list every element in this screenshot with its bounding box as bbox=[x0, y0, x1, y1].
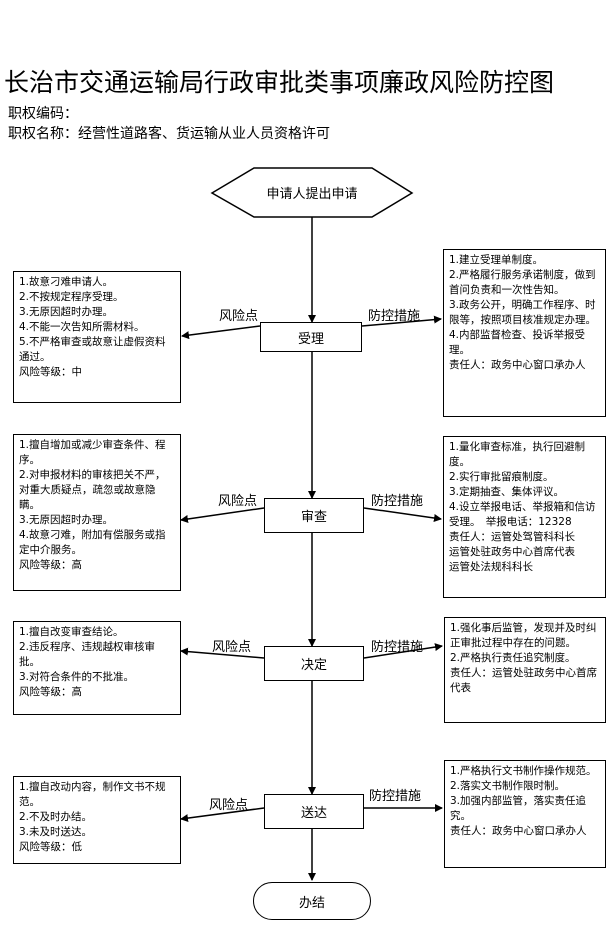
control-label: 防控措施 bbox=[368, 309, 421, 324]
risk-box-decision: 1.擅自改变审查结论。 2.违反程序、违规越权审核审批。 3.对符合条件的不批准… bbox=[13, 621, 181, 715]
risk-level: 风险等级：中 bbox=[19, 366, 82, 378]
control-box-acceptance: 1.建立受理单制度。 2.严格履行服务承诺制度，做到首问负责和一次性告知。 3.… bbox=[443, 249, 606, 417]
risk-item: 4.不能一次告知所需材料。 bbox=[19, 321, 145, 333]
control-item: 3.加强内部监管，落实责任追究。 bbox=[450, 795, 587, 822]
control-item: 1.强化事后监管，发现并及时纠正审批过程中存在的问题。 bbox=[450, 622, 597, 649]
control-label: 防控措施 bbox=[371, 640, 424, 655]
step-review: 审查 bbox=[264, 498, 364, 533]
control-item: 4.设立举报电话、举报箱和信访受理。 举报电话：12328 bbox=[449, 501, 596, 528]
control-item: 1.建立受理单制度。 bbox=[449, 254, 544, 266]
end-node: 办结 bbox=[253, 882, 371, 920]
control-item: 3.定期抽查、集体评议。 bbox=[449, 486, 565, 498]
responsible-person: 责任人：政务中心窗口承办人 bbox=[450, 825, 587, 837]
responsible-person: 责任人：政务中心窗口承办人 bbox=[449, 359, 586, 371]
risk-level: 风险等级：高 bbox=[19, 686, 82, 698]
risk-item: 2.违反程序、违规越权审核审批。 bbox=[19, 641, 156, 668]
control-item: 2.严格执行责任追究制度。 bbox=[450, 652, 576, 664]
risk-item: 4.故意刁难，附加有偿服务或指定中介服务。 bbox=[19, 529, 166, 556]
risk-item: 2.不及时办结。 bbox=[19, 811, 93, 823]
risk-label: 风险点 bbox=[209, 798, 249, 813]
control-box-review: 1.量化审查标准，执行回避制度。 2.实行审批留痕制度。 3.定期抽查、集体评议… bbox=[443, 436, 606, 598]
responsible-person: 责任人：运管处驾管科科长 bbox=[449, 531, 575, 543]
risk-label: 风险点 bbox=[219, 309, 259, 324]
authority-name: 职权名称：经营性道路客、货运输从业人员资格许可 bbox=[8, 126, 330, 142]
control-item: 2.落实文书制作限时制。 bbox=[450, 780, 566, 792]
control-box-decision: 1.强化事后监管，发现并及时纠正审批过程中存在的问题。 2.严格执行责任追究制度… bbox=[444, 617, 606, 723]
risk-item: 3.对符合条件的不批准。 bbox=[19, 671, 135, 683]
risk-item: 3.未及时送达。 bbox=[19, 826, 93, 838]
step-delivery: 送达 bbox=[264, 794, 364, 829]
step-acceptance: 受理 bbox=[260, 322, 362, 352]
risk-box-acceptance: 1.故意刁难申请人。 2.不按规定程序受理。 3.无原因超时办理。 4.不能一次… bbox=[13, 271, 181, 403]
risk-level: 风险等级：高 bbox=[19, 559, 82, 571]
risk-item: 2.对申报材料的审核把关不严，对重大质疑点，疏忽或故意隐瞒。 bbox=[19, 469, 166, 511]
risk-item: 3.无原因超时办理。 bbox=[19, 306, 114, 318]
control-item: 4.内部监督检查、投诉举报受理。 bbox=[449, 329, 586, 356]
control-item: 3.政务公开，明确工作程序、时限等，按照项目核准规定办理。 bbox=[449, 299, 596, 326]
control-item: 1.量化审查标准，执行回避制度。 bbox=[449, 441, 586, 468]
responsible-person: 责任人：运管处驻政务中心首席代表 bbox=[450, 667, 597, 694]
step-decision: 决定 bbox=[264, 646, 364, 681]
control-box-delivery: 1.严格执行文书制作操作规范。 2.落实文书制作限时制。 3.加强内部监管，落实… bbox=[444, 760, 606, 868]
risk-item: 5.不严格审查或故意让虚假资料通过。 bbox=[19, 336, 166, 363]
start-hexagon bbox=[210, 167, 414, 218]
risk-box-review: 1.擅自增加或减少审查条件、程序。 2.对申报材料的审核把关不严，对重大质疑点，… bbox=[13, 434, 181, 591]
risk-label: 风险点 bbox=[218, 494, 258, 509]
control-item: 2.实行审批留痕制度。 bbox=[449, 471, 554, 483]
risk-item: 1.擅自增加或减少审查条件、程序。 bbox=[19, 439, 166, 466]
risk-box-delivery: 1.擅自改动内容，制作文书不规范。 2.不及时办结。 3.未及时送达。 风险等级… bbox=[13, 776, 181, 864]
start-node-label: 申请人提出申请 bbox=[266, 187, 358, 202]
risk-item: 3.无原因超时办理。 bbox=[19, 514, 114, 526]
control-item: 1.严格执行文书制作操作规范。 bbox=[450, 765, 597, 777]
risk-item: 1.擅自改动内容，制作文书不规范。 bbox=[19, 781, 166, 808]
risk-item: 1.擅自改变审查结论。 bbox=[19, 626, 124, 638]
page-title: 长治市交通运输局行政审批类事项廉政风险防控图 bbox=[4, 68, 555, 97]
responsible-person: 运管处法规科科长 bbox=[449, 561, 533, 573]
control-item: 2.严格履行服务承诺制度，做到首问负责和一次性告知。 bbox=[449, 269, 596, 296]
authority-code: 职权编码： bbox=[8, 106, 78, 122]
risk-level: 风险等级：低 bbox=[19, 841, 82, 853]
control-label: 防控措施 bbox=[371, 494, 424, 509]
control-label: 防控措施 bbox=[369, 789, 422, 804]
risk-label: 风险点 bbox=[212, 640, 252, 655]
responsible-person: 运管处驻政务中心首席代表 bbox=[449, 546, 575, 558]
risk-item: 1.故意刁难申请人。 bbox=[19, 276, 114, 288]
risk-item: 2.不按规定程序受理。 bbox=[19, 291, 124, 303]
